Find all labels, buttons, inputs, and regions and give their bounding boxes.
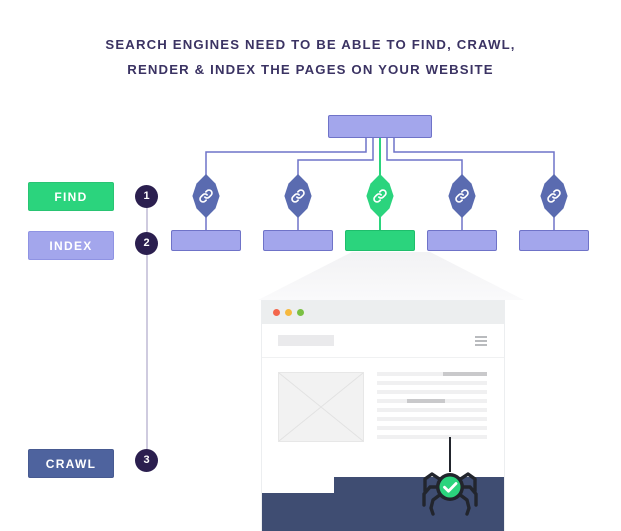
footer-band-left [262,493,334,531]
tree-page-box-2[interactable] [263,230,333,251]
stage-label-index: INDEX [28,231,114,260]
close-dot-icon[interactable] [273,309,280,316]
zoom-funnel [258,252,524,300]
stage-rail-line [146,196,148,462]
tree-page-box-5[interactable] [519,230,589,251]
text-line [377,417,487,421]
hamburger-icon[interactable] [475,336,487,346]
maximize-dot-icon[interactable] [297,309,304,316]
text-line [377,408,487,412]
browser-window-mockup [261,300,505,531]
text-line [377,399,487,403]
tree-link-node-3-active[interactable] [363,174,397,218]
link-icon [373,189,387,203]
spider-badge [439,476,461,498]
tree-root-node[interactable] [328,115,432,138]
image-placeholder-icon [278,372,364,442]
browser-navbar [262,324,504,358]
link-icon [291,189,305,203]
stage-label-find-text: FIND [54,189,88,204]
tree-page-box-3-active[interactable] [345,230,415,251]
tree-link-node-1[interactable] [189,174,223,218]
title-line-1: SEARCH ENGINES NEED TO BE ABLE TO FIND, … [105,37,516,52]
tree-link-node-2[interactable] [281,174,315,218]
stage-badge-1-number: 1 [143,190,150,202]
browser-titlebar [262,301,504,324]
hamburger-bar [475,344,487,346]
link-icon [199,189,213,203]
stage-badge-3-number: 3 [143,454,150,466]
site-logo-placeholder [278,335,334,346]
stage-badge-1: 1 [135,185,158,208]
text-line [377,426,487,430]
tree-link-node-4[interactable] [445,174,479,218]
title-line-2: RENDER & INDEX THE PAGES ON YOUR WEBSITE [127,62,494,77]
tree-page-box-4[interactable] [427,230,497,251]
stage-label-crawl-text: CRAWL [45,456,97,471]
hamburger-bar [475,336,487,338]
text-line-highlight [407,399,445,403]
site-tree-diagram [171,108,589,258]
stage-badge-2-number: 2 [143,237,150,249]
text-line-highlight [443,372,487,376]
minimize-dot-icon[interactable] [285,309,292,316]
page-title: SEARCH ENGINES NEED TO BE ABLE TO FIND, … [0,32,621,82]
check-icon [443,482,458,493]
text-line [377,381,487,385]
text-line [377,435,487,439]
stage-badge-2: 2 [135,232,158,255]
link-icon [547,189,561,203]
tree-link-node-5[interactable] [537,174,571,218]
hamburger-bar [475,340,487,342]
browser-content [262,358,504,531]
text-line [377,390,487,394]
text-lines-placeholder [377,372,487,444]
stage-label-crawl: CRAWL [28,449,114,478]
link-icon [455,189,469,203]
spider-icon [419,458,481,516]
spider-thread [449,437,451,472]
stage-label-index-text: INDEX [49,238,93,253]
tree-page-box-1[interactable] [171,230,241,251]
text-line [377,372,487,376]
stage-badge-3: 3 [135,449,158,472]
tree-connectors [205,138,555,230]
stage-label-find: FIND [28,182,114,211]
